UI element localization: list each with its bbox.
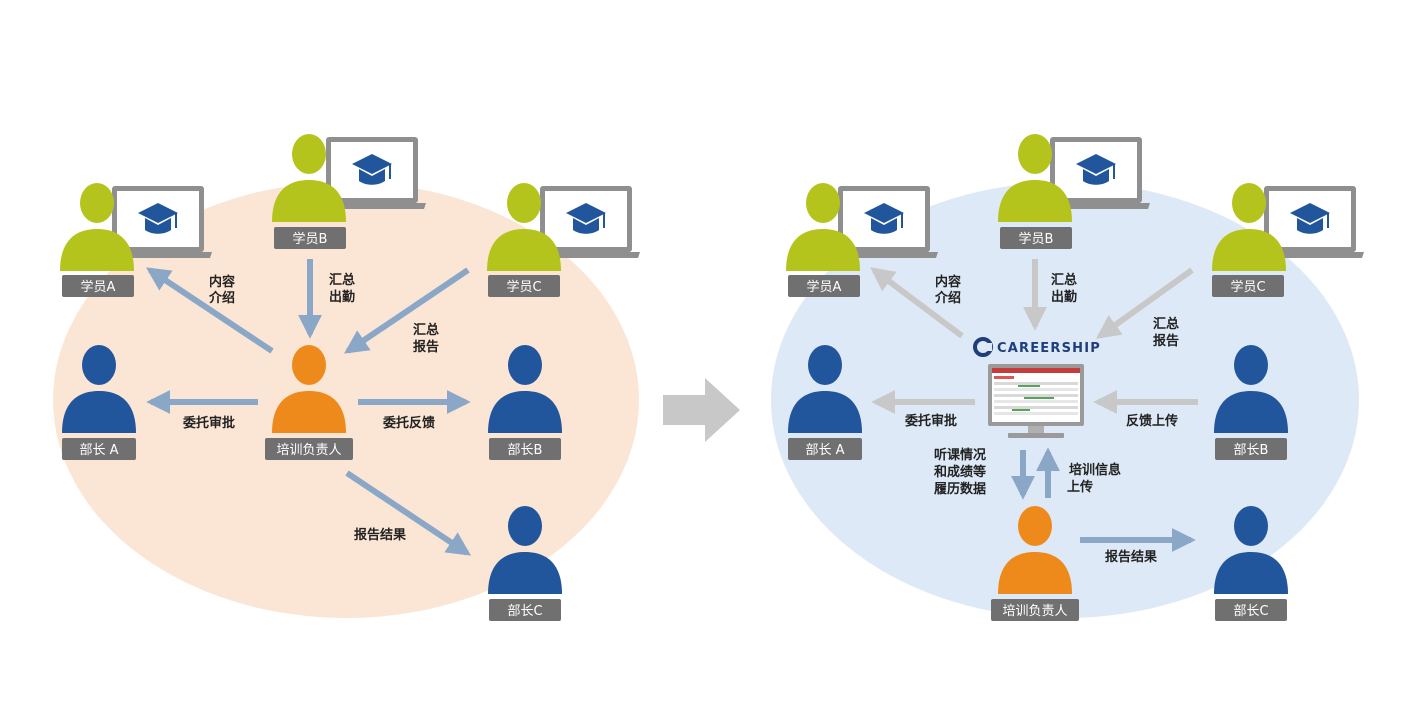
tag-student-c: 学员C: [1212, 275, 1284, 297]
tag-student-b: 学员B: [1000, 227, 1072, 249]
label-training-upload-2: 上传: [1067, 479, 1093, 495]
svg-text:学员B: 学员B: [293, 231, 328, 247]
svg-text:CAREERSHIP: CAREERSHIP: [997, 341, 1101, 356]
svg-text:学员A: 学员A: [807, 279, 842, 295]
arrow-report: [1096, 267, 1194, 339]
label-delegate-approve: 委托审批: [182, 415, 235, 431]
careership-logo: CAREERSHIP: [973, 337, 1101, 357]
label-report-1: 汇总: [1153, 316, 1179, 332]
svg-text:培训负责人: 培训负责人: [1002, 603, 1067, 619]
svg-text:学员C: 学员C: [1230, 279, 1265, 295]
arrow-report: [344, 267, 470, 354]
label-history-1: 听课情况: [934, 447, 986, 463]
svg-text:部长B: 部长B: [1234, 443, 1269, 458]
label-history-3: 履历数据: [934, 481, 986, 497]
svg-text:部长 A: 部长 A: [79, 443, 118, 458]
svg-text:部长C: 部长C: [507, 604, 542, 619]
right-arrow-icon: [663, 378, 740, 442]
tag-trainer: 培训负责人: [265, 438, 353, 460]
label-history-2: 和成绩等: [934, 464, 986, 480]
tag-student-b: 学员B: [274, 227, 346, 249]
tag-student-a: 学员A: [62, 275, 134, 297]
label-attendance-1: 汇总: [1051, 272, 1077, 288]
label-intro-1: 内容: [209, 274, 235, 290]
label-training-upload-1: 培训信息: [1069, 462, 1121, 478]
svg-text:部长C: 部长C: [1233, 604, 1268, 619]
tag-student-c: 学员C: [488, 275, 560, 297]
label-report-2: 报告: [413, 339, 439, 355]
label-intro-1: 内容: [935, 274, 961, 290]
label-attendance-2: 出勤: [1051, 289, 1077, 305]
label-attendance-2: 出勤: [329, 289, 355, 305]
label-feedback-upload: 反馈上传: [1126, 413, 1178, 429]
system-monitor-icon: [988, 364, 1084, 438]
tag-manager-c: 部长C: [1215, 599, 1287, 621]
label-intro-2: 介绍: [208, 290, 235, 306]
right-panel: CAREERSHIP 学员A 学员B: [771, 134, 1364, 621]
svg-text:培训负责人: 培训负责人: [276, 442, 341, 458]
label-report-result: 报告结果: [354, 527, 406, 543]
tag-manager-c: 部长C: [489, 599, 561, 621]
arrow-report-result: [345, 470, 471, 556]
tag-manager-a: 部长 A: [62, 438, 136, 460]
svg-text:学员B: 学员B: [1019, 231, 1054, 247]
tag-manager-b: 部长B: [1215, 438, 1287, 460]
label-report-2: 报告: [1153, 333, 1179, 349]
label-report-result: 报告结果: [1105, 549, 1157, 565]
arrow-intro: [870, 267, 964, 339]
label-delegate-approve: 委托审批: [904, 413, 957, 429]
tag-manager-a: 部长 A: [788, 438, 862, 460]
svg-text:学员A: 学员A: [81, 279, 116, 295]
label-report-1: 汇总: [413, 322, 439, 338]
left-panel: 学员A 学员B 学员C 部长 A 部长B 部长C 培训负责人: [53, 134, 640, 621]
svg-text:学员C: 学员C: [506, 279, 541, 295]
tag-trainer: 培训负责人: [991, 599, 1079, 621]
label-intro-2: 介绍: [934, 290, 961, 306]
tag-student-a: 学员A: [788, 275, 860, 297]
svg-text:部长 A: 部长 A: [805, 443, 844, 458]
svg-text:部长B: 部长B: [508, 443, 543, 458]
arrow-intro: [146, 267, 274, 354]
label-delegate-feedback: 委托反馈: [382, 415, 435, 431]
tag-manager-b: 部长B: [489, 438, 561, 460]
label-attendance-1: 汇总: [329, 272, 355, 288]
